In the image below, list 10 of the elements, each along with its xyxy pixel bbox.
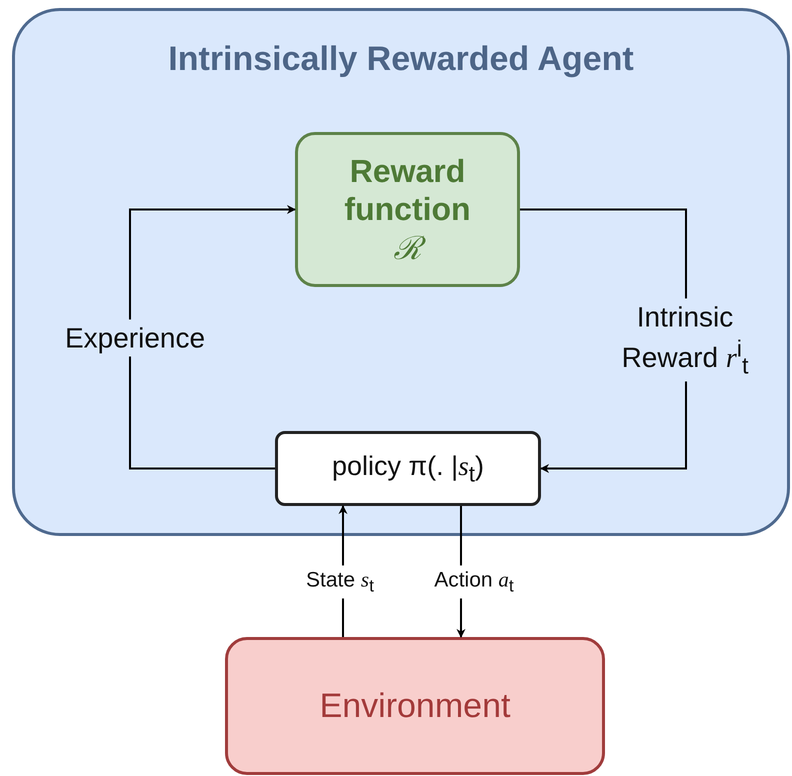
agent-container xyxy=(12,8,790,536)
arrow xyxy=(129,205,296,470)
node-label: Reward function xyxy=(343,152,472,229)
process-box xyxy=(275,431,541,506)
process-box xyxy=(225,637,605,775)
node-label: policy π(. |s$_{t}$) xyxy=(332,450,484,488)
title-text: Intrinsically Rewarded Agent xyxy=(168,39,634,80)
edge-label: Action a$_{t}$ xyxy=(431,565,517,599)
node-label: Environment xyxy=(320,686,510,726)
process-box xyxy=(295,132,520,287)
